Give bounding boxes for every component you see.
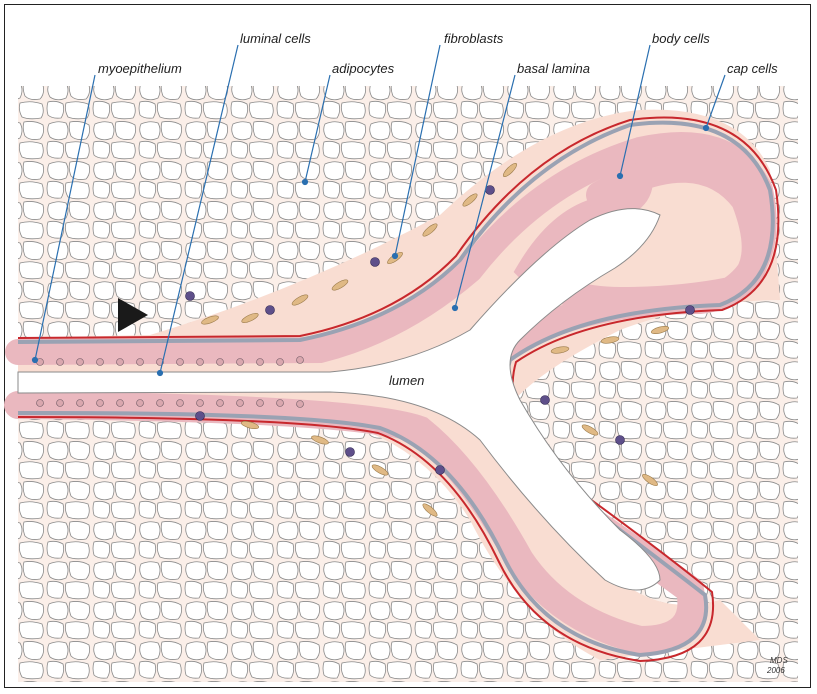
label-luminal-cells: luminal cells (240, 31, 311, 46)
label-adipocytes: adipocytes (332, 61, 395, 76)
label-cap-cells: cap cells (727, 61, 778, 76)
label-fibroblasts: fibroblasts (444, 31, 504, 46)
signature-line2: 2006 (766, 666, 785, 675)
signature-line1: MDS (770, 656, 788, 665)
label-lumen: lumen (389, 373, 424, 388)
label-myoepithelium: myoepithelium (98, 61, 182, 76)
label-basal-lamina: basal lamina (517, 61, 590, 76)
label-body-cells: body cells (652, 31, 710, 46)
